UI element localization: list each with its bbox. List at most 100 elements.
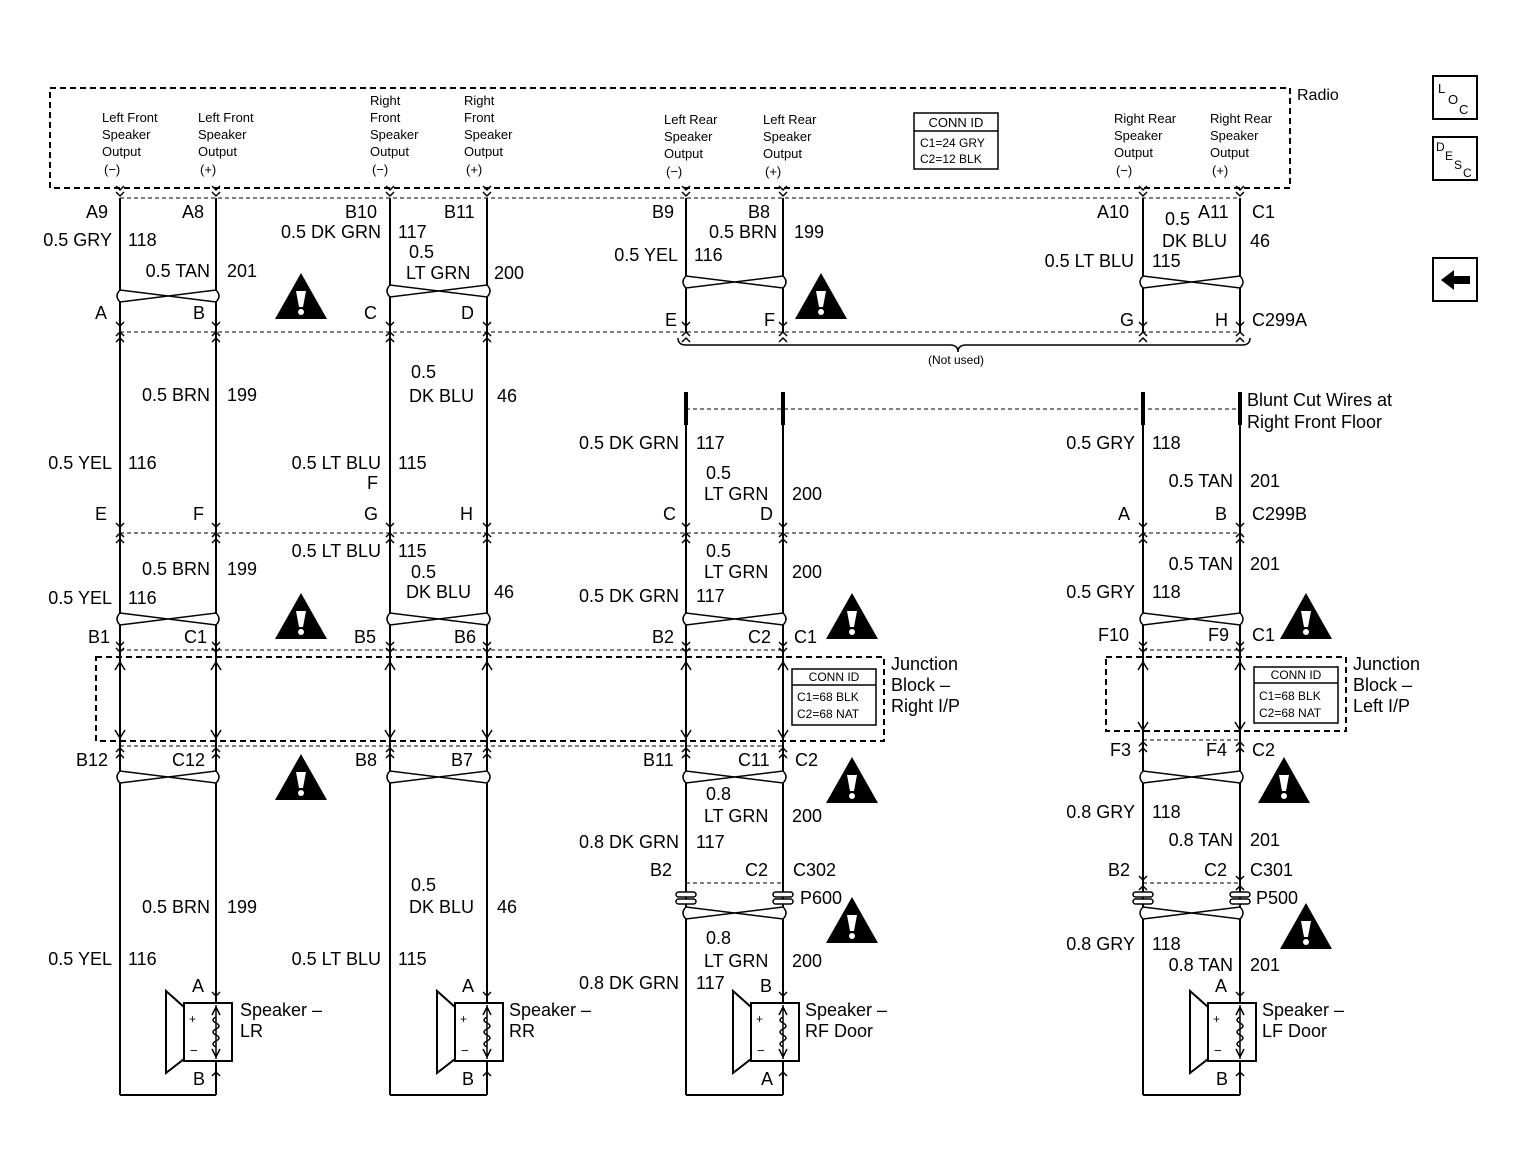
twisted-pair-marker bbox=[1139, 906, 1244, 920]
connector-chevron bbox=[482, 522, 492, 529]
connector-chevron bbox=[778, 752, 788, 759]
connector-chevron bbox=[385, 191, 395, 198]
output-rf-pos-1: Right bbox=[464, 93, 495, 108]
radio-component-outline bbox=[49, 87, 1291, 189]
wire-circuit-46-s4: 46 bbox=[497, 897, 517, 917]
wire-size-46-s3-b: DK BLU bbox=[406, 582, 471, 602]
connector-chevron bbox=[115, 647, 125, 654]
not-used-brace bbox=[677, 337, 1251, 353]
connector-chevron bbox=[115, 531, 125, 538]
junction-block-right-outline bbox=[95, 656, 885, 742]
blunt-cut-label-1: Blunt Cut Wires at bbox=[1247, 390, 1392, 410]
pin-jb-b12: B12 bbox=[76, 750, 108, 770]
wire-size-118-s4a: 0.8 GRY bbox=[1066, 802, 1135, 822]
pin-jb-b8: B8 bbox=[355, 750, 377, 770]
connector-chevron bbox=[1235, 875, 1245, 882]
connector-chevron bbox=[385, 336, 395, 343]
connector-chevron bbox=[778, 531, 788, 538]
connector-c302: C302 bbox=[793, 860, 836, 880]
output-rf-neg-5: (−) bbox=[372, 162, 388, 177]
connector-chevron bbox=[115, 641, 125, 648]
wire-size-200-s4b-a: 0.8 bbox=[706, 928, 731, 948]
connector-chevron bbox=[778, 537, 788, 544]
connector-chevron bbox=[1138, 537, 1148, 544]
output-rr-neg-3: Output bbox=[1114, 145, 1153, 160]
svg-text:−: − bbox=[1214, 1043, 1222, 1058]
wire-size-115-s1: 0.5 LT BLU bbox=[1045, 251, 1134, 271]
wire-size-46-s4-b: DK BLU bbox=[409, 897, 474, 917]
connector-chevron bbox=[778, 991, 788, 998]
loc-icon: L bbox=[1438, 81, 1445, 96]
wire-size-118-s2: 0.5 GRY bbox=[1066, 433, 1135, 453]
connector-chevron bbox=[1235, 185, 1245, 192]
wire-circuit-201-s4a: 201 bbox=[1250, 830, 1280, 850]
jb-right-label-1: Junction bbox=[891, 654, 958, 674]
loc-button[interactable]: L O C bbox=[1432, 75, 1478, 120]
jb-right-conn-id-c2: C2=68 NAT bbox=[797, 707, 860, 721]
wire-size-200-s3-b: LT GRN bbox=[704, 562, 768, 582]
output-lr-pos-4: (+) bbox=[765, 164, 781, 179]
wire-circuit-200-s4b: 200 bbox=[792, 951, 822, 971]
wire-size-201-s4b: 0.8 TAN bbox=[1169, 955, 1233, 975]
connector-chevron bbox=[1235, 884, 1245, 891]
pin-radio-a10: A10 bbox=[1097, 202, 1129, 222]
wire-circuit-199-s4: 199 bbox=[227, 897, 257, 917]
connector-chevron bbox=[681, 537, 691, 544]
connector-c299b: C299B bbox=[1252, 504, 1307, 524]
output-rr-neg-4: (−) bbox=[1116, 163, 1132, 178]
pin-jb-c2: C2 bbox=[748, 627, 771, 647]
speaker-rf-label-2: RF Door bbox=[805, 1021, 873, 1041]
wire-circuit-201-s2: 201 bbox=[1250, 471, 1280, 491]
wire-size-201-s4a: 0.8 TAN bbox=[1169, 830, 1233, 850]
pin-radio-a9: A9 bbox=[86, 202, 108, 222]
pin-c299a-e: E bbox=[665, 310, 677, 330]
connector-chevron bbox=[778, 641, 788, 648]
twisted-pair-marker bbox=[1139, 275, 1244, 289]
connector-chevron bbox=[482, 330, 492, 337]
connector-chevron bbox=[1138, 522, 1148, 529]
connector-chevron bbox=[115, 537, 125, 544]
twisted-pair-marker bbox=[1139, 612, 1244, 626]
wire-size-116-s2: 0.5 YEL bbox=[48, 453, 112, 473]
output-rr-neg-1: Right Rear bbox=[1114, 111, 1177, 126]
connector-chevron bbox=[681, 752, 691, 759]
twisted-pair-marker bbox=[116, 770, 220, 784]
wire-circuit-200-s2: 200 bbox=[792, 484, 822, 504]
back-button[interactable] bbox=[1432, 257, 1478, 302]
connector-chevron bbox=[1138, 191, 1148, 198]
connector-chevron bbox=[1235, 740, 1245, 747]
connector-chevron bbox=[211, 1070, 221, 1077]
connector-chevron bbox=[211, 185, 221, 192]
output-lr-pos-3: Output bbox=[763, 146, 802, 161]
jb-left-conn-id-title: CONN ID bbox=[1271, 668, 1322, 682]
wire-size-118-s3: 0.5 GRY bbox=[1066, 582, 1135, 602]
pin-radio-b8: B8 bbox=[748, 202, 770, 222]
pin-c299a-h: H bbox=[1215, 310, 1228, 330]
pin-jb-c11: C11 bbox=[738, 750, 770, 770]
warning-icon bbox=[1280, 903, 1332, 949]
wire-circuit-115-s3: 115 bbox=[398, 541, 427, 561]
wire-size-199-s3: 0.5 BRN bbox=[142, 559, 210, 579]
wire-circuit-118-s4a: 118 bbox=[1152, 802, 1181, 822]
warning-icon bbox=[275, 593, 327, 639]
wire-size-46-s1-a: 0.5 bbox=[1165, 209, 1190, 229]
connector-chevron bbox=[778, 336, 788, 343]
connector-chevron bbox=[385, 537, 395, 544]
wire-size-117-s4a: 0.8 DK GRN bbox=[579, 832, 679, 852]
jb-right-conn-id-box: CONN ID C1=68 BLK C2=68 NAT bbox=[791, 668, 877, 726]
pin-c299b-c: C bbox=[663, 504, 676, 524]
output-lf-pos-4: (+) bbox=[200, 162, 216, 177]
connector-chevron bbox=[211, 641, 221, 648]
speaker-rf-label-1: Speaker – bbox=[805, 1000, 887, 1020]
desc-button[interactable]: D E S C bbox=[1432, 136, 1478, 181]
connector-chevron bbox=[1138, 321, 1148, 328]
svg-text:+: + bbox=[756, 1012, 763, 1026]
warning-icon bbox=[275, 273, 327, 319]
pin-radio-b11: B11 bbox=[444, 202, 475, 222]
svg-text:C: C bbox=[1459, 102, 1468, 117]
connector-chevron bbox=[1138, 746, 1148, 753]
connector-chevron bbox=[1138, 641, 1148, 648]
wire-circuit-199-s3: 199 bbox=[227, 559, 257, 579]
pin-rf-a: A bbox=[761, 1069, 773, 1089]
connector-chevron bbox=[778, 330, 788, 337]
